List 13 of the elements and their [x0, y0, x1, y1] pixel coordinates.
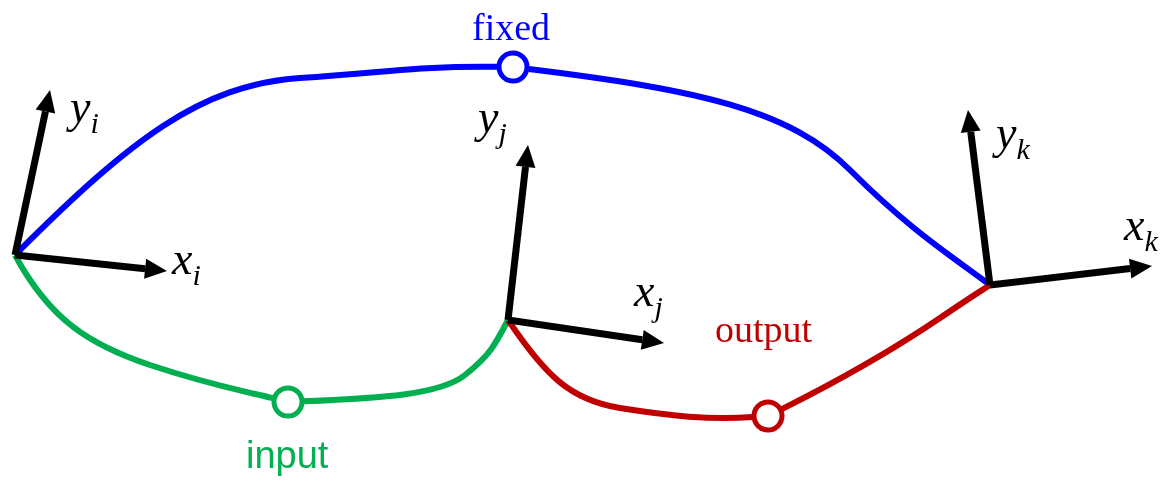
- axis-label: x$_{i}$: [172, 236, 201, 290]
- ring-marker: [495, 49, 531, 85]
- curve-connector: [505, 318, 753, 421]
- node-caption: fixed: [472, 8, 551, 46]
- axis-label: x$_{k}$: [1124, 202, 1158, 256]
- curve-connector: [12, 253, 274, 402]
- axis-label: x$_{j}$: [634, 268, 663, 322]
- ring-marker: [270, 384, 306, 420]
- ring-marker: [750, 398, 786, 434]
- curve-connector: [780, 282, 992, 412]
- curve-connector: [303, 318, 511, 405]
- node-caption: input: [246, 436, 329, 474]
- node-caption: output: [715, 310, 813, 348]
